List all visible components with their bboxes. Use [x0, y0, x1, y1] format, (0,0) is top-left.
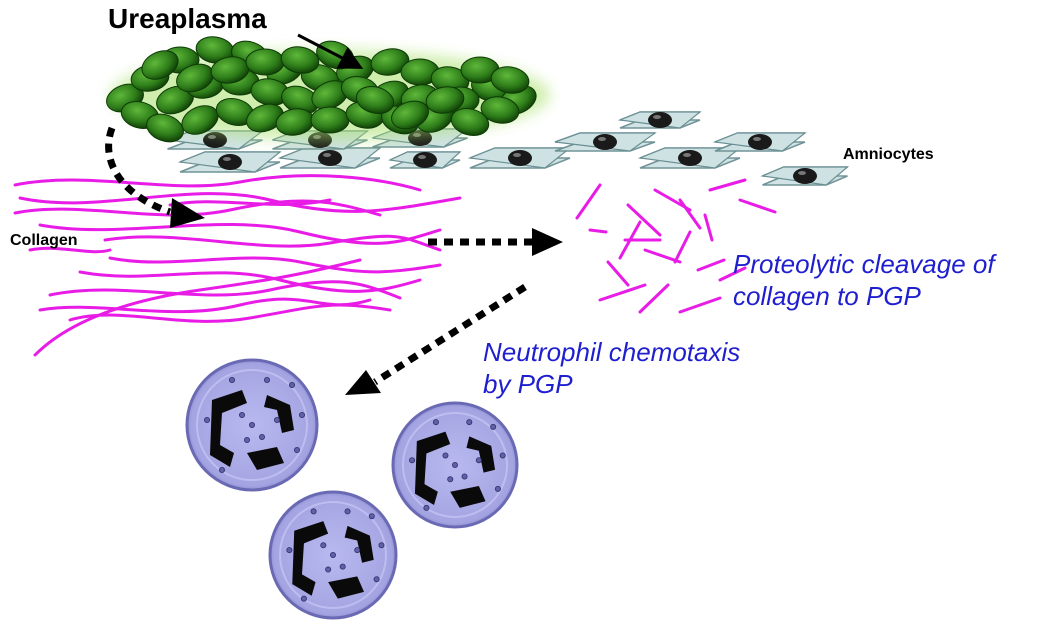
neutrophil-group: [185, 358, 519, 620]
collagen-fragment: [575, 183, 602, 220]
ureaplasma-bacterium-icon: [425, 86, 465, 114]
ureaplasma-to-collagen-arrow: [105, 126, 172, 216]
collagen-fragment: [678, 198, 702, 230]
ureaplasma-bacterium-icon: [310, 106, 350, 134]
ureaplasma-label: Ureaplasma: [108, 3, 267, 34]
amniocyte-cell-icon: [277, 147, 382, 169]
collagen-fragment: [598, 283, 647, 302]
ureaplasma-bacterium-icon: [480, 96, 520, 124]
ureaplasma-bacterium-icon: [355, 86, 395, 114]
collagen-fragment: [678, 296, 722, 314]
amniocyte-cell-icon: [177, 151, 282, 173]
ureaplasma-to-collagen-arrowhead: [170, 198, 205, 228]
amniocyte-layer: [167, 111, 850, 186]
collagen-fiber: [13, 174, 422, 192]
collagen-fragment: [703, 213, 714, 242]
chemotaxis-annotation-line1: Neutrophil chemotaxis: [483, 337, 741, 367]
amniocyte-cell-icon: [617, 111, 702, 129]
collagen-fiber: [13, 199, 382, 217]
chemotaxis-arrow: [373, 284, 527, 385]
ureaplasma-bacterium-icon: [246, 103, 284, 133]
cleavage-arrowhead: [532, 228, 563, 256]
ureaplasma-bacterium-icon: [490, 66, 530, 94]
ureaplasma-bacterium-icon: [391, 100, 429, 130]
cleavage-annotation-line1: Proteolytic cleavage of: [733, 249, 995, 279]
ureaplasma-bacterium-icon: [370, 48, 410, 76]
collagen-fragment: [696, 258, 726, 272]
amniocyte-cell-icon: [637, 147, 742, 169]
collagen-fiber: [78, 270, 422, 293]
collagen-fiber: [33, 258, 362, 357]
collagen-fiber: [103, 234, 442, 252]
amniocyte-cell-icon: [712, 132, 807, 152]
ureaplasma-cluster: [106, 36, 550, 143]
amniocyte-cell-icon: [760, 166, 850, 186]
collagen-label: Collagen: [10, 232, 78, 249]
amniocytes-label: Amniocytes: [843, 146, 934, 163]
arrows: [105, 33, 563, 395]
neutrophil-cell-icon: [268, 490, 398, 620]
collagen-fiber: [18, 192, 462, 213]
collagen-fibers: [13, 174, 462, 357]
ureaplasma-pointer-arrow: [297, 33, 364, 69]
neutrophil-cell-icon: [185, 358, 319, 492]
cleavage-annotation-line2: collagen to PGP: [733, 281, 921, 311]
chemotaxis-arrowhead: [345, 370, 381, 395]
collagen-fragment: [606, 260, 630, 287]
collagen-fiber: [38, 222, 442, 245]
collagen-fragment: [643, 248, 682, 264]
ureaplasma-bacterium-icon: [245, 48, 285, 76]
amniocyte-cell-icon: [387, 151, 462, 169]
ureaplasma-bacterium-icon: [450, 108, 490, 136]
collagen-fragment: [626, 203, 662, 237]
collagen-fragment: [718, 266, 747, 282]
collagen-fiber: [168, 198, 332, 207]
neutrophil-cell-icon: [391, 401, 519, 529]
amniocyte-cell-icon: [554, 132, 657, 152]
chemotaxis-annotation-line2: by PGP: [483, 369, 573, 399]
collagen-fragment: [673, 230, 692, 264]
collagen-fragment: [708, 178, 747, 192]
collagen-fiber: [28, 246, 112, 254]
collagen-fragment: [638, 283, 670, 314]
ureaplasma-bacterium-icon: [141, 50, 179, 80]
collagen-fragment: [738, 198, 777, 214]
collagen-fiber: [48, 280, 402, 300]
collagen-fragment: [588, 228, 608, 234]
ureaplasma-bacterium-icon: [146, 113, 184, 143]
ureaplasma-bacterium-icon: [280, 46, 320, 74]
collagen-fragments: [575, 178, 777, 314]
collagen-fiber: [108, 256, 442, 274]
collagen-fiber: [68, 303, 392, 323]
